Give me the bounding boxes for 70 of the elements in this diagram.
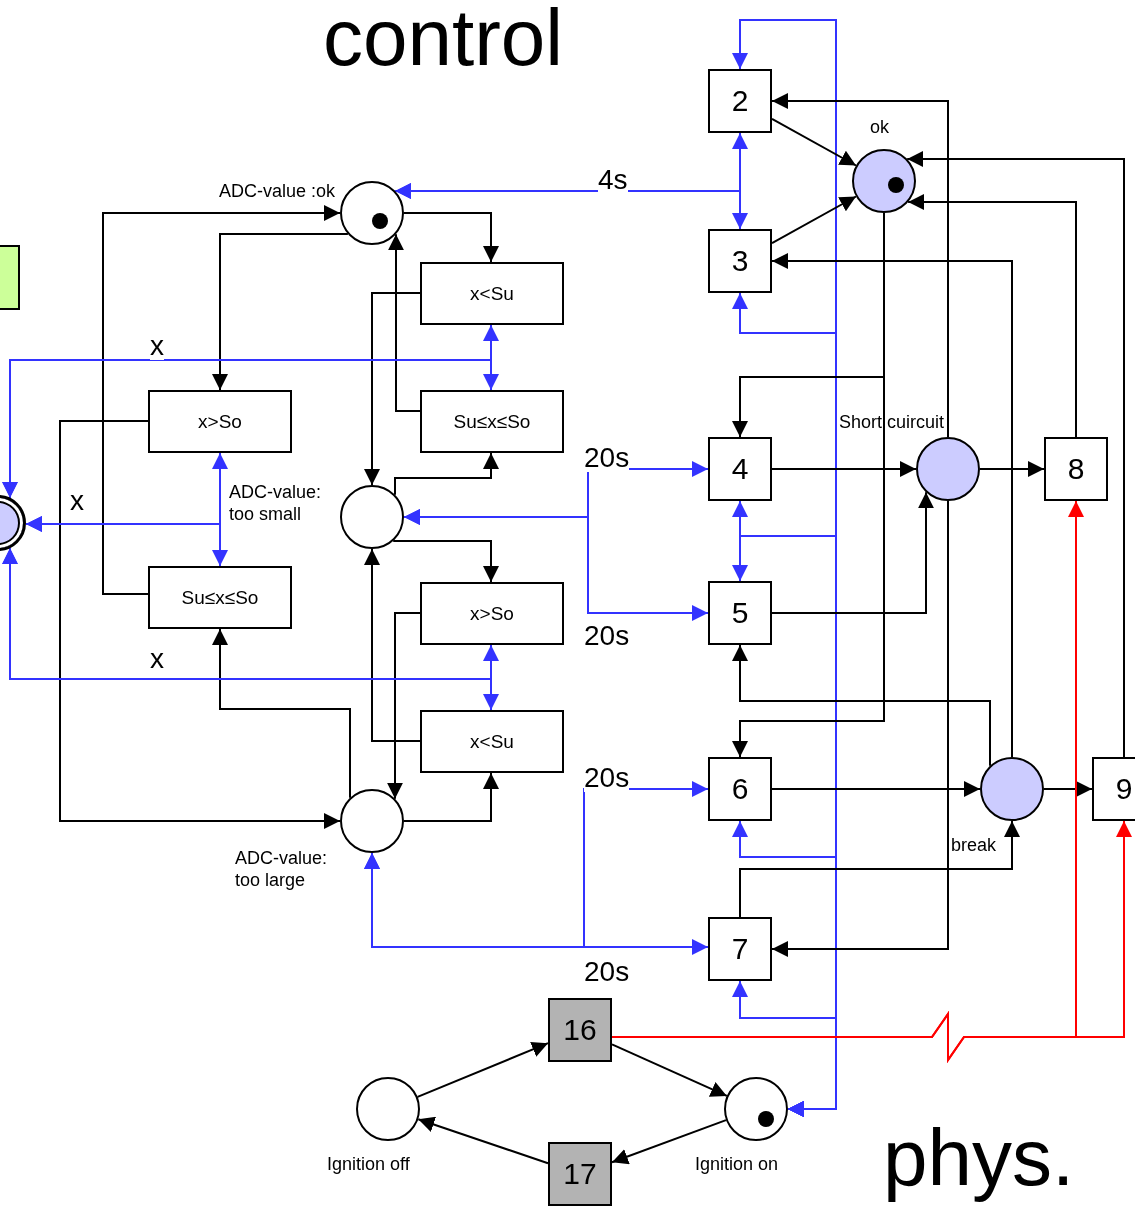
arrow [387,612,421,800]
transition-box: 6 [708,757,772,821]
place-circle [724,1077,788,1141]
arrow [611,1119,727,1165]
place-circle [980,757,1044,821]
arrow [771,117,857,167]
arrow [2,547,499,711]
arrow [59,420,341,829]
transition-box: Su≤x≤So [420,390,564,453]
place-label: ok [870,116,890,138]
transition-box: 2 [708,69,772,133]
arrow [732,980,837,1117]
transition-box: 9 [1092,757,1135,821]
place-label: Short cuircuit [839,411,946,433]
arrow [1043,781,1093,797]
arrow [732,644,991,767]
place-circle [340,485,404,549]
place-label: Ignition on [695,1153,780,1175]
place-label: ADC-value :ok [217,180,335,202]
arrow [388,233,421,412]
transition-box: 3 [708,229,772,293]
arrow [394,452,499,496]
place-label: ADC-value: too large [235,847,329,891]
arrow [102,205,341,595]
place-circle [852,149,916,213]
arrow [771,491,934,614]
arrow [979,461,1045,477]
arrow [907,194,1077,438]
place-circle [356,1077,420,1141]
arrow [771,500,949,957]
arrow [416,1041,549,1098]
transition-box: 8 [1044,437,1108,501]
arrow [739,820,1020,918]
place-label: ADC-value: too small [229,481,323,525]
arrow [403,772,499,822]
transition-box: 4 [708,437,772,501]
arrow [392,540,499,583]
arrow [906,151,1125,758]
arrow [771,253,1013,758]
arrow [212,233,349,391]
transition-box: x<Su [420,262,564,325]
place-label: break [951,834,998,856]
arrow [364,548,421,742]
arrow [417,1116,549,1165]
arrow [364,292,421,486]
arrow [771,195,857,245]
arrow [771,93,949,438]
place-circle [916,437,980,501]
arrow [25,516,228,567]
place-circle [340,181,404,245]
arrow [212,628,351,799]
arrow [771,781,981,797]
arrow [771,461,917,477]
transition-box: 5 [708,581,772,645]
transition-box: x>So [148,390,292,453]
arrow [364,852,709,955]
arrow [2,359,499,499]
place-circle [340,789,404,853]
transition-box: 17 [548,1142,612,1206]
transition-box: 16 [548,998,612,1062]
transition-box: 7 [708,917,772,981]
transition-box: x>So [420,582,564,645]
arrow [394,183,748,230]
place-label: Ignition off [327,1153,411,1175]
arrow [611,1043,728,1097]
arrow [403,212,499,263]
transition-box: Su≤x≤So [148,566,292,629]
arrow [403,509,709,621]
section-label: control [323,0,564,78]
transition-box: x<Su [420,710,564,773]
